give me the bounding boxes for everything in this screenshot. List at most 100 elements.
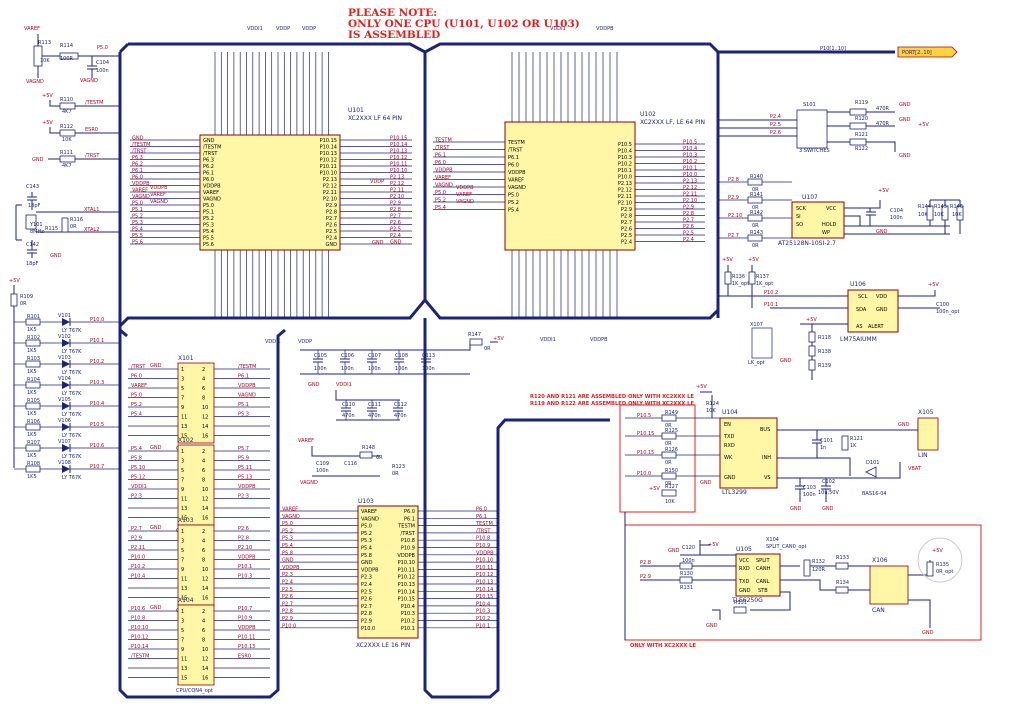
u103-right-net-4: P10.8 [476, 536, 490, 542]
u102-left-net-5: VAREF [435, 175, 451, 181]
chip-u102: U102 XC2XXX LF, LE 64 PIN TESTMTESTM/TRS… [433, 26, 705, 343]
r111-ref: R111 [60, 150, 73, 156]
u103-left-net-11: P2.5 [282, 587, 293, 593]
decap-ref: C107 [368, 353, 381, 359]
c109-ref: C109 [316, 461, 329, 467]
u102-left-net-8: P5.2 [435, 198, 446, 204]
x102-left-net: P5.8 [131, 456, 142, 462]
u107-pin-sck: SCK [796, 206, 807, 212]
u102-left-pin-7: P5.0 [508, 193, 519, 199]
c101-value: 1n [820, 445, 826, 451]
u101-left-net-5: P6.1 [132, 168, 143, 174]
u101-left-pin-8: VAREF [203, 190, 219, 196]
u101-right-net-13: P2.6 [390, 220, 401, 226]
x104-pin-num: 5 [181, 628, 184, 634]
u102-left-pin-4: VDDPB [508, 170, 526, 176]
x101-right-net: VDDPB [238, 383, 256, 389]
x101-pin-num: 6 [202, 386, 205, 392]
x102-right-net: P2.3 [238, 494, 249, 500]
led-diode-ref: V105 [58, 397, 71, 403]
u102-right-net-13: P2.6 [683, 224, 694, 230]
note-r119: R119 AND R122 ARE ASSEMBLED ONLY WITH XC… [530, 401, 694, 407]
u103-right-pin-4: P10.8 [401, 538, 415, 544]
x104-pin-num: 11 [181, 657, 187, 663]
u102-vddpb-label: VDDPB [596, 26, 614, 32]
u101-left-pin-11: P5.1 [203, 210, 214, 216]
r131-ref: R131 [680, 585, 693, 591]
u104-pin-wk: WK [724, 455, 733, 461]
u102-left-net-2: P6.1 [435, 153, 446, 159]
u101-right-net-1: P10.14 [390, 142, 407, 148]
u101-gnd-right: GND [372, 240, 384, 246]
x107-ref: X107 [750, 322, 763, 328]
r124-value: 10K [706, 408, 716, 414]
x101-pin-num: 10 [202, 405, 208, 411]
u101-left-pin-16: P5.6 [203, 242, 214, 248]
decap-value: 100n [314, 366, 327, 372]
u101-right-pin-12: P2.7 [326, 216, 337, 222]
r121-lin-value: 1K [850, 443, 857, 449]
u101-right-net-2: P10.13 [390, 149, 407, 155]
lin-net: P10.15 [637, 431, 654, 437]
lin-resistor [661, 489, 677, 497]
led-net: P10.0 [90, 317, 104, 323]
u103-right-pin-10: P10.13 [398, 582, 415, 588]
x101-left-net: P5.4 [131, 412, 142, 418]
u102-varef-left: VAREF [456, 192, 472, 198]
u104-pin-gnd: GND [724, 475, 736, 481]
x104-left-net: /TESTM [131, 654, 149, 660]
note-r120: R120 AND R121 ARE ASSEMBLED ONLY WITH XC… [530, 394, 694, 400]
gnd-decap: GND [308, 382, 320, 388]
u101-left-pin-12: P5.2 [203, 216, 214, 222]
r120-value: 470R [876, 121, 890, 127]
u101-left-pin-6: P6.0 [203, 177, 214, 183]
u103-right-pin-1: P6.1 [404, 516, 415, 522]
decoupling-block: C105100nC106100nC107100nC108100nC113100n… [298, 332, 504, 486]
x105-part: LIN [918, 452, 928, 459]
u102-body [504, 121, 636, 251]
r136-value: 1K_opt [732, 281, 749, 287]
u103-right-net-15: P10.2 [476, 616, 490, 622]
gnd-left-1: GND [32, 157, 44, 163]
u102-right-pin-14: P2.5 [621, 233, 632, 239]
decap-value: 100n [422, 366, 435, 372]
spi-resistor-ref: R142 [750, 210, 763, 216]
u106-ref: U106 [850, 281, 866, 288]
led-resistor-value: 1K5 [27, 432, 37, 438]
led-diode-icon [62, 339, 70, 347]
u102-right-net-10: P2.9 [683, 205, 694, 211]
varef-top: VAREF [24, 26, 40, 32]
x102-pin-num: 1 [181, 449, 184, 455]
u103-right-net-7: P10.10 [476, 558, 493, 564]
spi-resistor-value: 0R [752, 205, 759, 211]
u107-part: AT25128N-10SI-2.7 [778, 240, 836, 247]
u102-right-pin-15: P2.4 [621, 240, 632, 246]
u102-right-pin-9: P2.10 [618, 201, 632, 207]
u103-right-pin-14: P10.3 [401, 611, 415, 617]
note-only-with: ONLY WITH XC2XXX LE [630, 643, 696, 649]
r119-ref: R119 [855, 100, 868, 106]
gnd-sw-2: GND [899, 117, 911, 123]
led-net: P10.7 [90, 464, 104, 470]
r145-ref: R145 [934, 204, 947, 210]
led-diode-type: LY T67K [62, 391, 82, 397]
vagnd-top: VAGND [26, 79, 44, 85]
p5v-temp-2: +5V [748, 257, 759, 263]
s101-part: 3 SWITCHES [799, 148, 830, 154]
c104-ref: C104 [96, 60, 109, 66]
s101-ref: S101 [803, 102, 816, 108]
c101-ref: C101 [820, 438, 833, 444]
x102-right-net: P5.9 [238, 456, 249, 462]
u102-right-net-8: P2.11 [683, 192, 697, 198]
u103-right-net-6: VDDPB [476, 550, 494, 556]
r137-value: 1K_opt [756, 281, 773, 287]
led-diode-type: LY T67K [62, 454, 82, 460]
u107-pin-so: SO [796, 222, 803, 228]
u102-left-pin-6: VAGND [508, 185, 526, 191]
led-diode-icon [62, 444, 70, 452]
u101-right-net-6: P2.13 [390, 175, 404, 181]
spi-resistor-ref: R140 [750, 174, 763, 180]
u103-left-net-10: P2.4 [282, 580, 293, 586]
x103-pin-num: 16 [202, 596, 208, 602]
led-resistor-ref: R106 [27, 419, 40, 425]
